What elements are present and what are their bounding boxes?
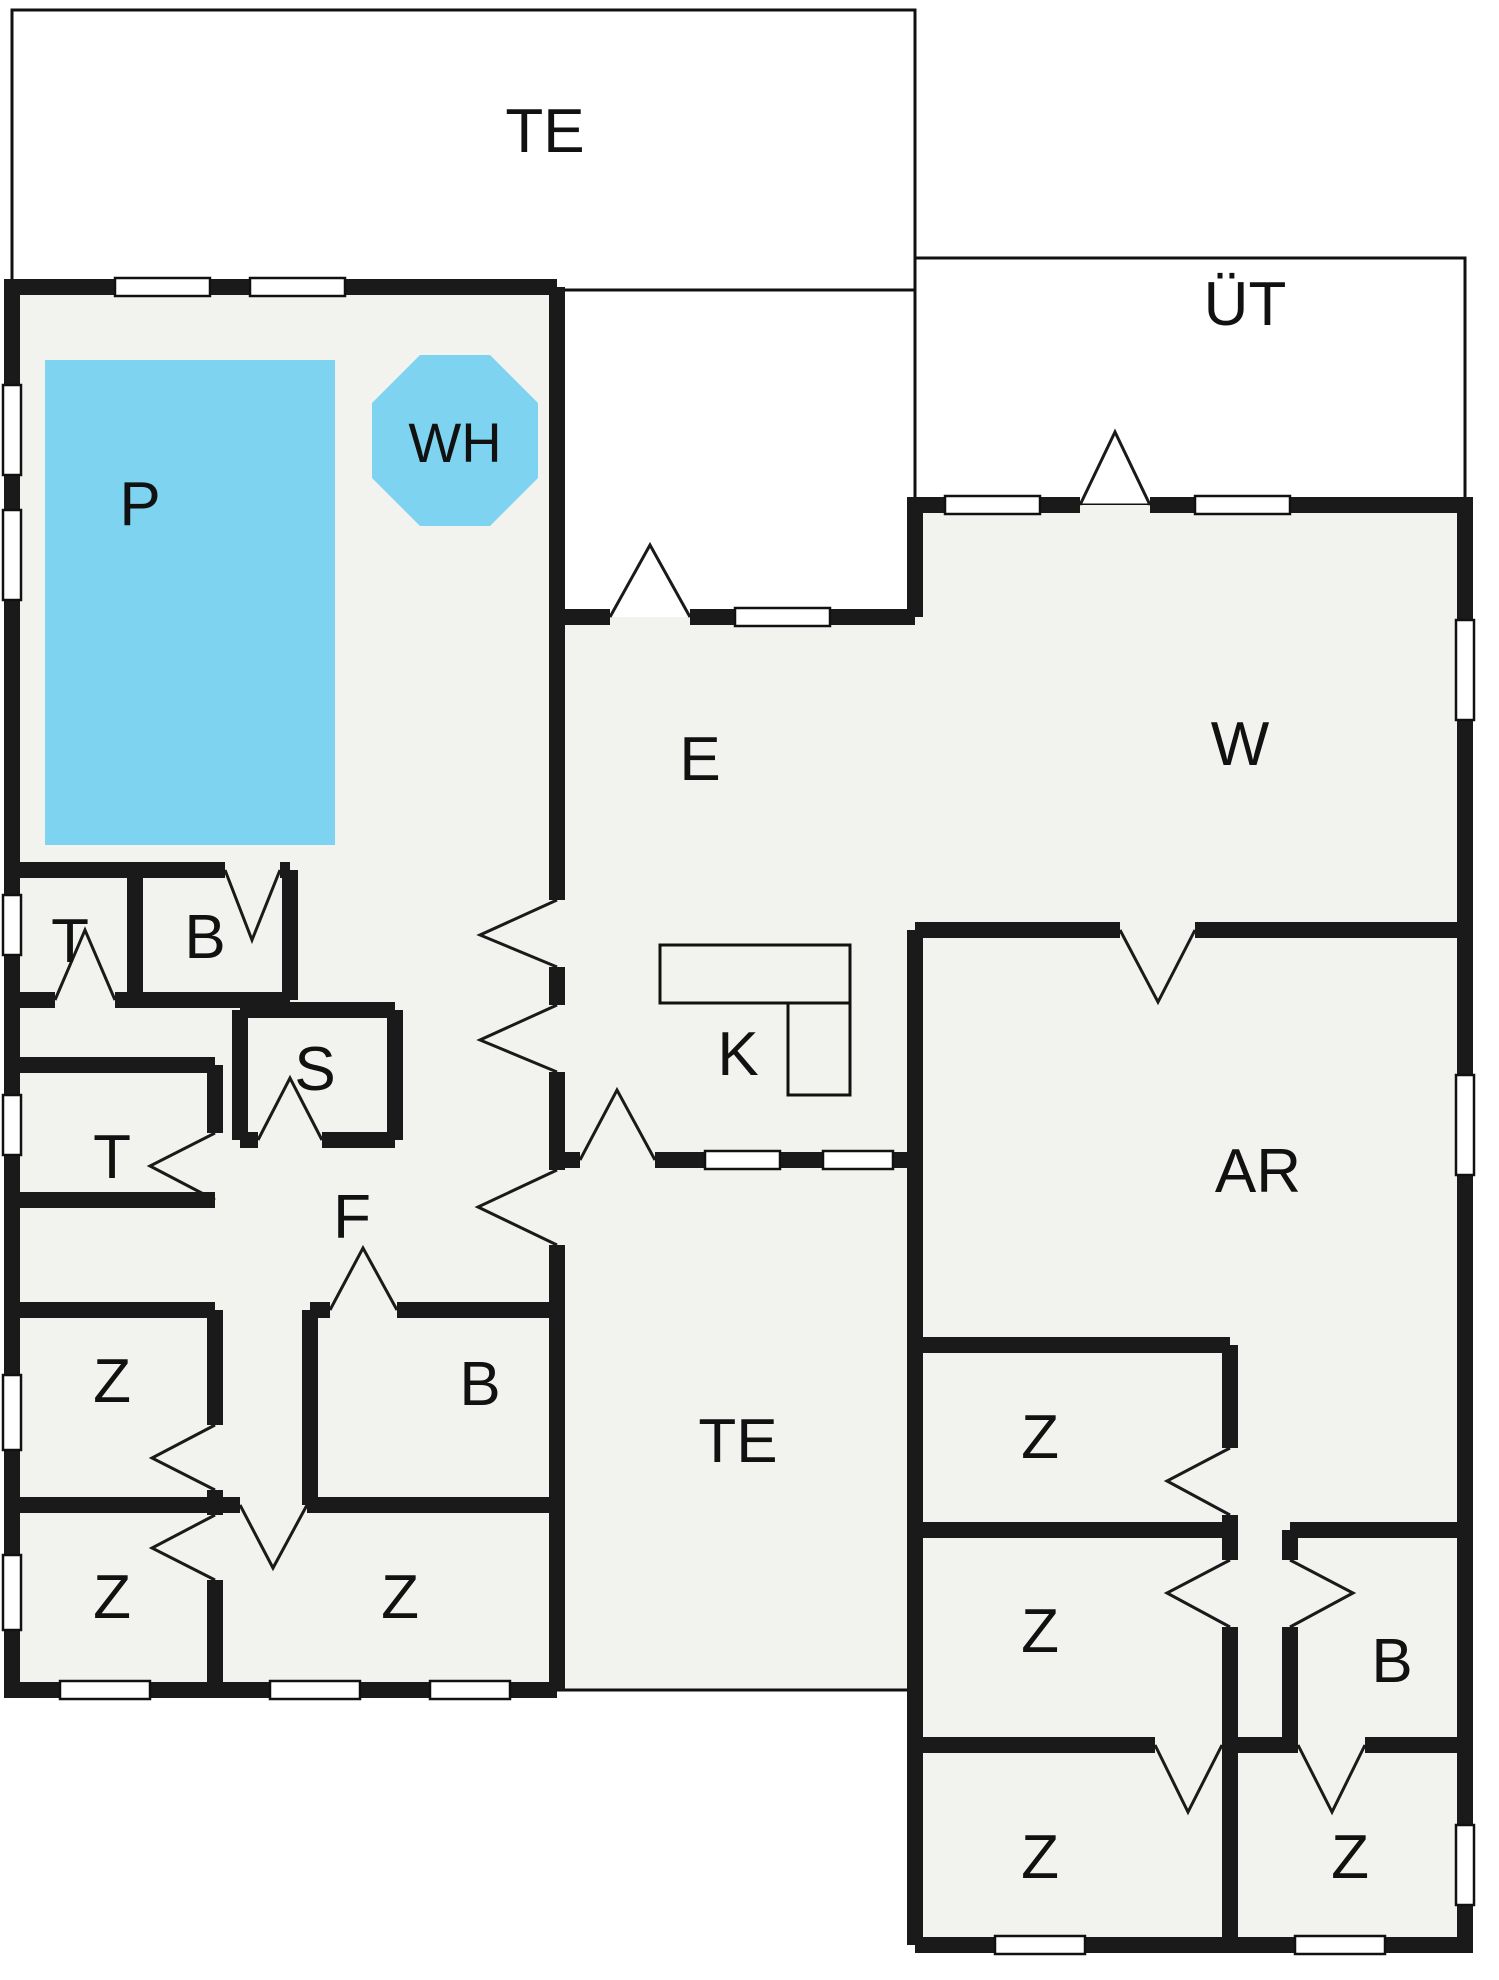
window — [1454, 1823, 1476, 1907]
terrace-top-area — [10, 8, 917, 292]
label-bedroom-7: Z — [1331, 1823, 1369, 1892]
window — [1, 1093, 23, 1157]
label-entry: E — [679, 725, 720, 794]
windows — [1, 276, 1476, 1956]
kitchen-counter-side — [786, 1001, 852, 1097]
window — [1, 1553, 23, 1632]
label-sauna: S — [294, 1035, 335, 1104]
room-labels: TE ÜT WH P E W K AR T B S T F Z B Z Z TE… — [51, 97, 1413, 1892]
label-toilet-2: T — [93, 1123, 131, 1192]
window — [1193, 494, 1292, 516]
window — [943, 494, 1042, 516]
label-terrace-top: TE — [505, 97, 584, 166]
window — [113, 276, 212, 298]
label-pool: P — [119, 470, 160, 539]
window — [1293, 1934, 1387, 1956]
window — [248, 276, 347, 298]
window — [268, 1679, 362, 1701]
label-living-room: W — [1211, 710, 1270, 779]
label-bath-2: B — [459, 1350, 500, 1419]
covered-terrace-area — [913, 256, 1467, 507]
label-toilet-1: T — [51, 907, 89, 976]
window — [1, 1373, 23, 1452]
label-bedroom-2: Z — [93, 1563, 131, 1632]
label-bedroom-3: Z — [381, 1563, 419, 1632]
window — [993, 1934, 1087, 1956]
label-covered-terrace: ÜT — [1204, 270, 1287, 339]
label-bedroom-4: Z — [1021, 1403, 1059, 1472]
label-bedroom-6: Z — [1021, 1823, 1059, 1892]
label-bedroom-5: Z — [1021, 1597, 1059, 1666]
window — [733, 606, 832, 628]
label-bath-3: B — [1371, 1627, 1412, 1696]
window — [821, 1149, 895, 1171]
window — [1, 508, 23, 602]
label-bedroom-1: Z — [93, 1347, 131, 1416]
window — [428, 1679, 512, 1701]
door-swings — [53, 428, 1367, 1816]
label-kitchen: K — [717, 1020, 758, 1089]
label-terrace-bottom: TE — [698, 1407, 777, 1476]
label-activity-room: AR — [1215, 1137, 1301, 1206]
window — [58, 1679, 152, 1701]
window — [1454, 618, 1476, 722]
window — [1454, 1073, 1476, 1177]
window — [703, 1149, 782, 1171]
pool-water — [45, 360, 335, 845]
label-hallway: F — [333, 1183, 371, 1252]
window — [1, 893, 23, 957]
label-bath-1: B — [184, 903, 225, 972]
label-whirlpool: WH — [408, 411, 501, 474]
kitchen-counter-top — [658, 943, 852, 1005]
window — [1, 383, 23, 477]
whirlpool-octagon — [372, 355, 538, 526]
